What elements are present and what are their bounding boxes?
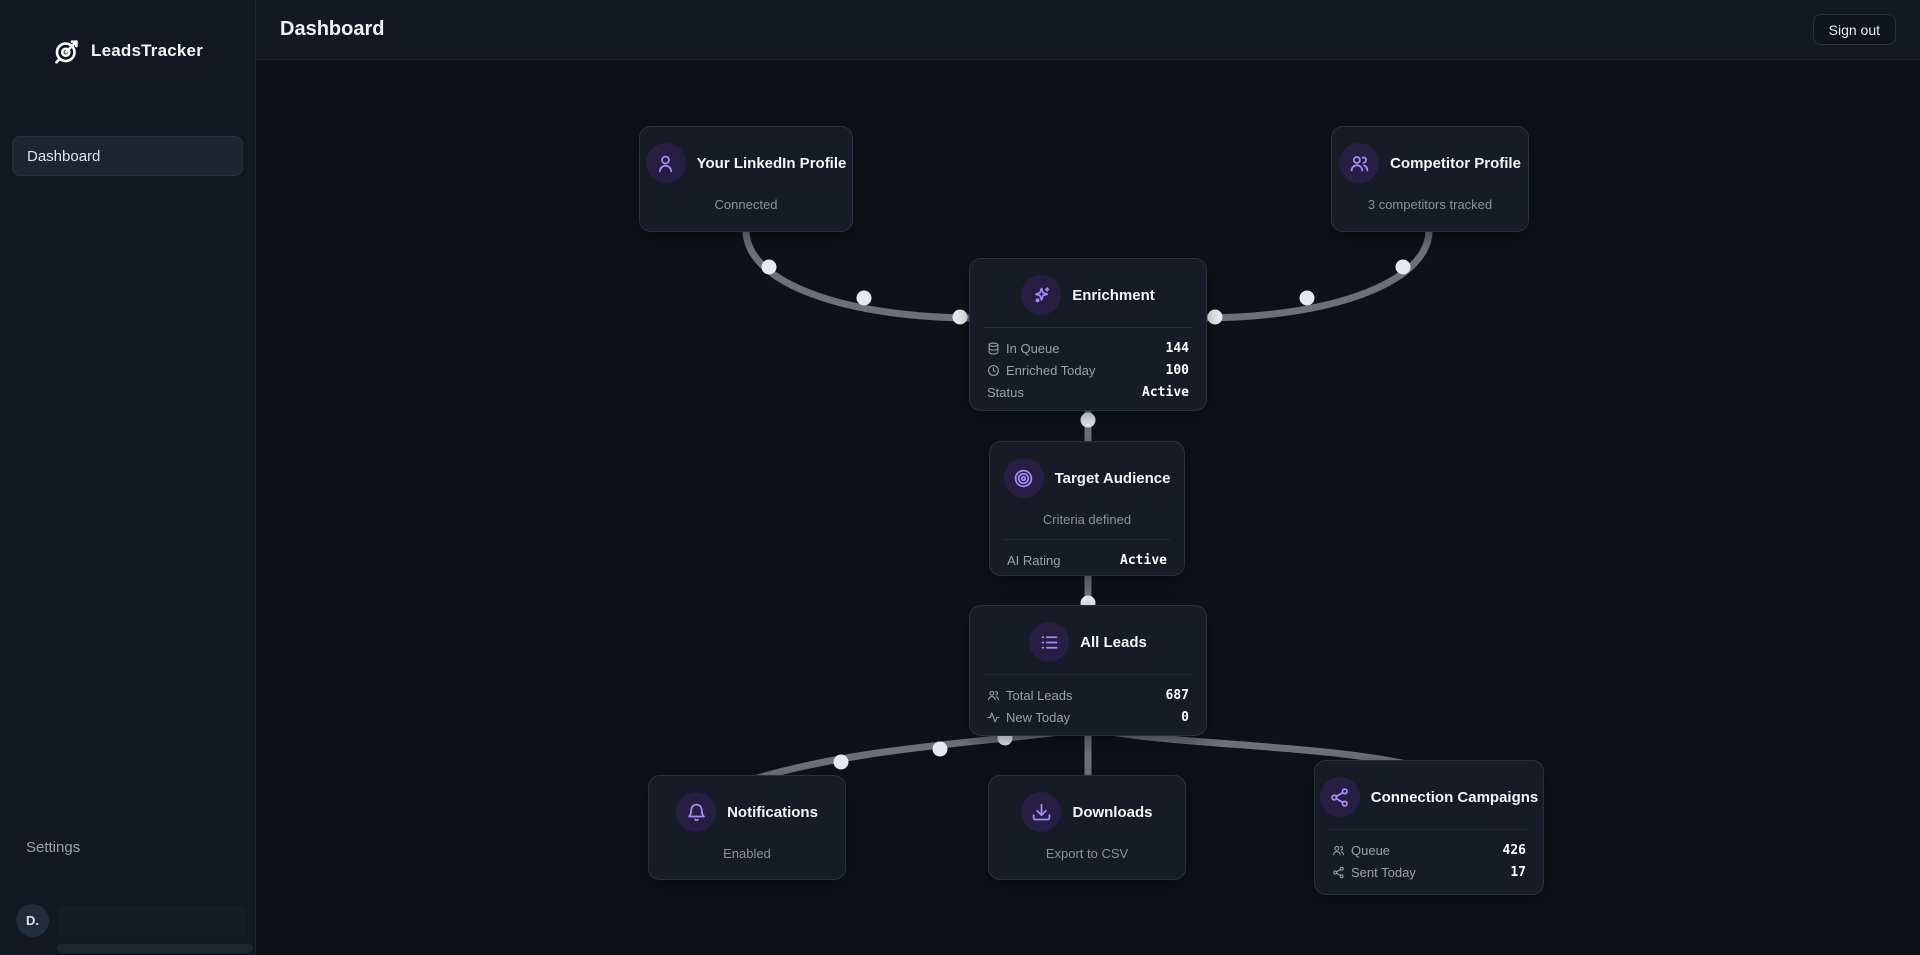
- node-downloads[interactable]: Downloads Export to CSV: [988, 775, 1186, 880]
- node-stats: Queue 426 Sent Today 17: [1329, 829, 1529, 883]
- stat-value: Active: [1142, 384, 1189, 400]
- database-icon: [988, 342, 999, 354]
- node-title: Target Audience: [1054, 469, 1171, 487]
- node-stats: AI Rating Active: [1004, 539, 1170, 571]
- node-header: Enrichment: [984, 275, 1192, 315]
- stat-row: Status Active: [987, 381, 1189, 403]
- avatar[interactable]: D.: [16, 904, 49, 937]
- stat-row: Queue 426: [1332, 839, 1526, 861]
- node-subtitle: Connected: [714, 197, 778, 212]
- node-competitor-profile[interactable]: Competitor Profile 3 competitors tracked: [1331, 126, 1529, 232]
- sidebar-nav: Dashboard: [0, 136, 255, 176]
- node-subtitle: Export to CSV: [1045, 846, 1129, 861]
- sidebar-item-dashboard[interactable]: Dashboard: [12, 136, 243, 176]
- node-stats: In Queue 144 Enriched Today 100 Status A…: [984, 327, 1192, 403]
- stat-label: Sent Today: [1332, 865, 1416, 880]
- stat-label: New Today: [987, 710, 1070, 725]
- users-icon: [988, 690, 999, 700]
- node-header: Connection Campaigns: [1319, 777, 1538, 817]
- users-icon: [1339, 143, 1380, 183]
- stat-row: New Today 0: [987, 706, 1189, 728]
- bell-icon: [676, 792, 717, 832]
- node-subtitle: 3 competitors tracked: [1367, 197, 1493, 212]
- node-header: Notifications: [663, 792, 831, 832]
- node-subtitle: Criteria defined: [1042, 512, 1132, 527]
- node-title: Downloads: [1072, 803, 1153, 821]
- node-title: Competitor Profile: [1390, 154, 1521, 172]
- node-all-leads[interactable]: All Leads Total Leads 687 New Today 0: [969, 605, 1207, 736]
- share-icon: [1319, 777, 1360, 817]
- stat-label: AI Rating: [1007, 552, 1061, 568]
- node-enrichment[interactable]: Enrichment In Queue 144 Enriched Today 1…: [969, 258, 1207, 411]
- edge-animation-dots: [761, 259, 1411, 770]
- user-info-blur-bar: [57, 944, 253, 953]
- leadstracker-logo-icon: [55, 40, 78, 64]
- stat-label: Status: [987, 384, 1024, 400]
- sparkles-icon: [1021, 275, 1062, 315]
- stat-label: Enriched Today: [987, 363, 1095, 378]
- node-header: All Leads: [984, 622, 1192, 662]
- node-title: Connection Campaigns: [1370, 788, 1539, 806]
- page-title: Dashboard: [280, 18, 385, 40]
- node-title: Notifications: [727, 803, 818, 821]
- node-header: Downloads: [1003, 792, 1171, 832]
- stat-value: 0: [1181, 709, 1189, 725]
- stat-value: 17: [1510, 864, 1526, 880]
- node-linkedin-profile[interactable]: Your LinkedIn Profile Connected: [639, 126, 853, 232]
- target-icon: [1003, 458, 1044, 498]
- users-icon: [1333, 845, 1344, 855]
- sign-out-button[interactable]: Sign out: [1812, 14, 1896, 45]
- stat-value: 426: [1502, 842, 1526, 858]
- node-target-audience[interactable]: Target Audience Criteria defined AI Rati…: [989, 441, 1185, 576]
- node-title: All Leads: [1080, 633, 1147, 651]
- user-icon: [645, 143, 686, 183]
- node-connection-campaigns[interactable]: Connection Campaigns Queue 426 Sent Toda…: [1314, 760, 1544, 895]
- stat-label: Queue: [1332, 843, 1390, 858]
- stat-label: In Queue: [987, 341, 1060, 356]
- user-info-redacted: [58, 906, 246, 936]
- node-subtitle: Enabled: [723, 846, 771, 861]
- stat-value: 100: [1165, 362, 1189, 378]
- edge-linkedin-enrichment: [742, 226, 979, 322]
- activity-icon: [987, 712, 1000, 722]
- node-notifications[interactable]: Notifications Enabled: [648, 775, 846, 880]
- stat-value: 687: [1165, 687, 1189, 703]
- sidebar-item-settings[interactable]: Settings: [26, 839, 81, 856]
- brand: LeadsTracker: [0, 36, 255, 66]
- brand-name: LeadsTracker: [90, 41, 204, 60]
- stat-row: Sent Today 17: [1332, 861, 1526, 883]
- stat-value: Active: [1120, 552, 1167, 568]
- topbar: Dashboard Sign out: [256, 0, 1920, 60]
- node-stats: Total Leads 687 New Today 0: [984, 674, 1192, 728]
- share-icon: [1333, 866, 1344, 878]
- stat-row: In Queue 144: [987, 337, 1189, 359]
- stat-row: Enriched Today 100: [987, 359, 1189, 381]
- edge-competitor-enrichment: [1197, 226, 1433, 322]
- stat-value: 144: [1165, 340, 1189, 356]
- node-header: Target Audience: [1003, 458, 1171, 498]
- stat-label: Total Leads: [987, 688, 1073, 703]
- sidebar: LeadsTracker Dashboard Settings D.: [0, 0, 256, 955]
- download-icon: [1021, 792, 1062, 832]
- stat-row: AI Rating Active: [1007, 549, 1167, 571]
- stat-row: Total Leads 687: [987, 684, 1189, 706]
- node-title: Enrichment: [1072, 286, 1155, 304]
- node-header: Competitor Profile: [1339, 143, 1521, 183]
- node-title: Your LinkedIn Profile: [696, 154, 847, 172]
- node-header: Your LinkedIn Profile: [645, 143, 846, 183]
- clock-icon: [988, 364, 999, 376]
- list-icon: [1029, 622, 1070, 662]
